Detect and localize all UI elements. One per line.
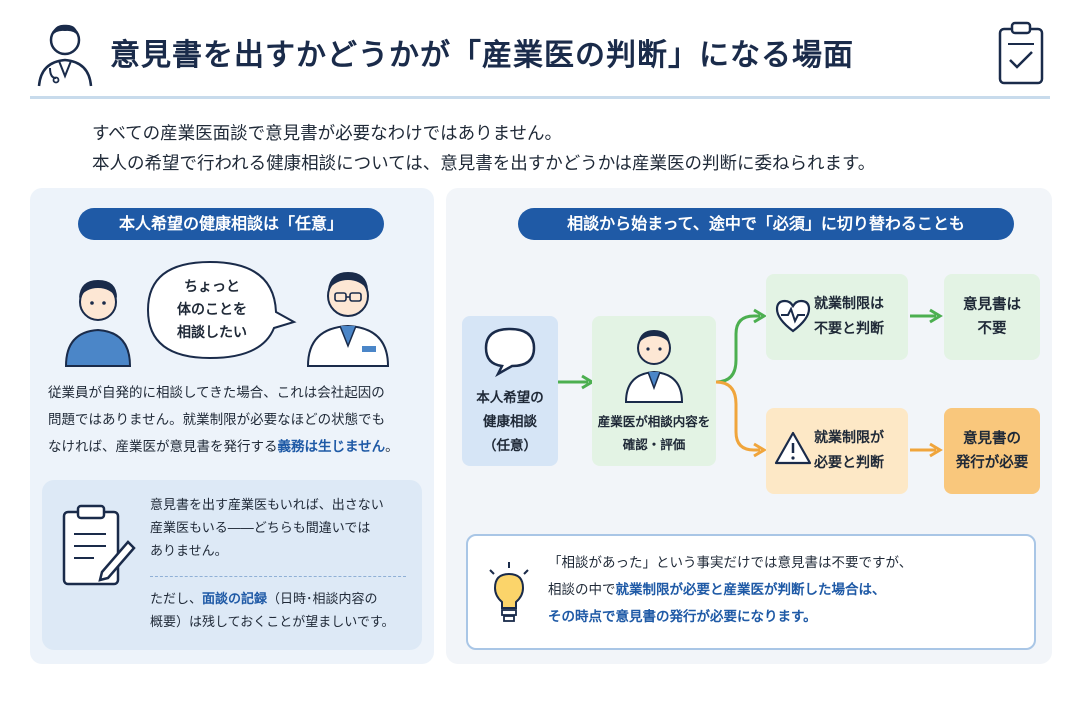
top-result-node: 意見書は不要: [944, 274, 1040, 360]
right-note-prefix: 相談の中で: [548, 582, 616, 598]
doctor-figure-icon: [304, 262, 392, 367]
left-paragraph: 従業員が自発的に相談してきた場合、これは会社起因の 問題ではありません。就業制限…: [48, 380, 428, 461]
top-result-line-1: 意見書は: [963, 297, 1021, 313]
intro-line-1: すべての産業医面談で意見書が必要なわけではありません。: [92, 124, 563, 144]
right-note-line-3: その時点で意見書の発行が必要になります。: [548, 609, 817, 625]
clipboard-check-icon: [996, 20, 1046, 86]
left-note2-line-1: ただし、面談の記録（日時･相談内容の: [150, 588, 416, 611]
left-note2-text: ただし、面談の記録（日時･相談内容の 概要）は残しておくことが望ましいです。: [150, 588, 416, 634]
left-panel-pill: 本人希望の健康相談は「任意」: [78, 208, 384, 240]
bottom-result-node: 意見書の発行が必要: [944, 408, 1040, 494]
right-note-emphasis-1: 就業制限が必要と産業医が判断した場合は、: [615, 582, 886, 598]
employee-figure-icon: [62, 270, 134, 367]
right-note-line-2: 相談の中で就業制限が必要と産業医が判断した場合は、: [548, 577, 1028, 604]
left-para-emphasis: 義務は生じません: [277, 439, 386, 455]
top-branch-line-2: 不要と判断: [814, 321, 884, 337]
left-note-divider: [150, 576, 406, 577]
bottom-branch-label: 就業制限が 必要と判断: [814, 426, 906, 476]
doctor-node-icon: [622, 322, 686, 403]
doctor-node-line-2: 確認・評価: [622, 437, 686, 452]
left-para-suffix: 。: [385, 439, 399, 455]
speech-text: ちょっと 体のことを 相談したい: [148, 276, 276, 345]
left-para-line-1: 従業員が自発的に相談してきた場合、これは会社起因の: [48, 385, 385, 401]
speech-line-3: 相談したい: [177, 325, 247, 341]
bottom-branch-line-1: 就業制限が: [814, 430, 884, 446]
start-node-line-3: （任意）: [483, 438, 537, 454]
right-panel-pill: 相談から始まって、途中で「必須」に切り替わることも: [518, 208, 1014, 240]
lightbulb-icon: [484, 560, 534, 624]
heart-pulse-icon: [774, 298, 812, 334]
top-result-line-2: 不要: [977, 321, 1007, 337]
left-note2-suffix: （日時･相談内容の: [267, 592, 378, 607]
left-para-line-2: 問題ではありません。就業制限が必要なほどの状態でも: [48, 412, 386, 428]
doctor-avatar-icon: [34, 18, 96, 88]
clipboard-pen-icon: [58, 502, 136, 588]
left-para-line-3: なければ、産業医が意見書を発行する義務は生じません。: [48, 434, 428, 461]
warning-icon: [774, 430, 812, 466]
speech-bubble-icon: [482, 326, 538, 378]
left-note-line-2: 産業医もいる――どちらも間違いでは: [150, 521, 371, 536]
page-title: 意見書を出すかどうかが「産業医の判断」になる場面: [110, 38, 854, 73]
title-divider: [30, 96, 1050, 99]
start-node-line-2: 健康相談: [483, 414, 537, 430]
left-note-text: 意見書を出す産業医もいれば、出さない 産業医もいる――どちらも間違いでは ありま…: [150, 494, 414, 563]
start-node-line-1: 本人希望の: [476, 390, 544, 406]
left-note-line-1: 意見書を出す産業医もいれば、出さない: [150, 498, 384, 513]
right-note-line-1: 「相談があった」という事実だけでは意見書は不要ですが、: [548, 555, 913, 571]
bottom-result-line-2: 発行が必要: [955, 455, 1029, 471]
speech-line-2: 体のことを: [177, 302, 247, 318]
left-note-line-3: ありません。: [150, 544, 228, 559]
left-note2-emphasis: 面談の記録: [202, 592, 268, 607]
doctor-node-label: 産業医が相談内容を 確認・評価: [592, 410, 716, 456]
top-branch-label: 就業制限は 不要と判断: [814, 292, 906, 342]
left-note2-prefix: ただし、: [150, 592, 203, 607]
doctor-node-line-1: 産業医が相談内容を: [597, 414, 711, 429]
speech-bubble: [140, 260, 298, 364]
left-note2-line-2: 概要）は残しておくことが望ましいです。: [150, 615, 395, 630]
top-branch-line-1: 就業制限は: [814, 296, 884, 312]
intro-line-2: 本人の希望で行われる健康相談については、意見書を出すかどうかは産業医の判断に委ね…: [92, 154, 876, 174]
bottom-branch-line-2: 必要と判断: [814, 455, 884, 471]
left-para-prefix: なければ、産業医が意見書を発行する: [48, 439, 278, 455]
start-node-label: 本人希望の 健康相談 （任意）: [462, 386, 558, 458]
speech-line-1: ちょっと: [184, 279, 240, 295]
right-note-box: [466, 534, 1036, 650]
right-note-text: 「相談があった」という事実だけでは意見書は不要ですが、 相談の中で就業制限が必要…: [548, 550, 1028, 631]
bottom-result-line-1: 意見書の: [963, 431, 1021, 447]
